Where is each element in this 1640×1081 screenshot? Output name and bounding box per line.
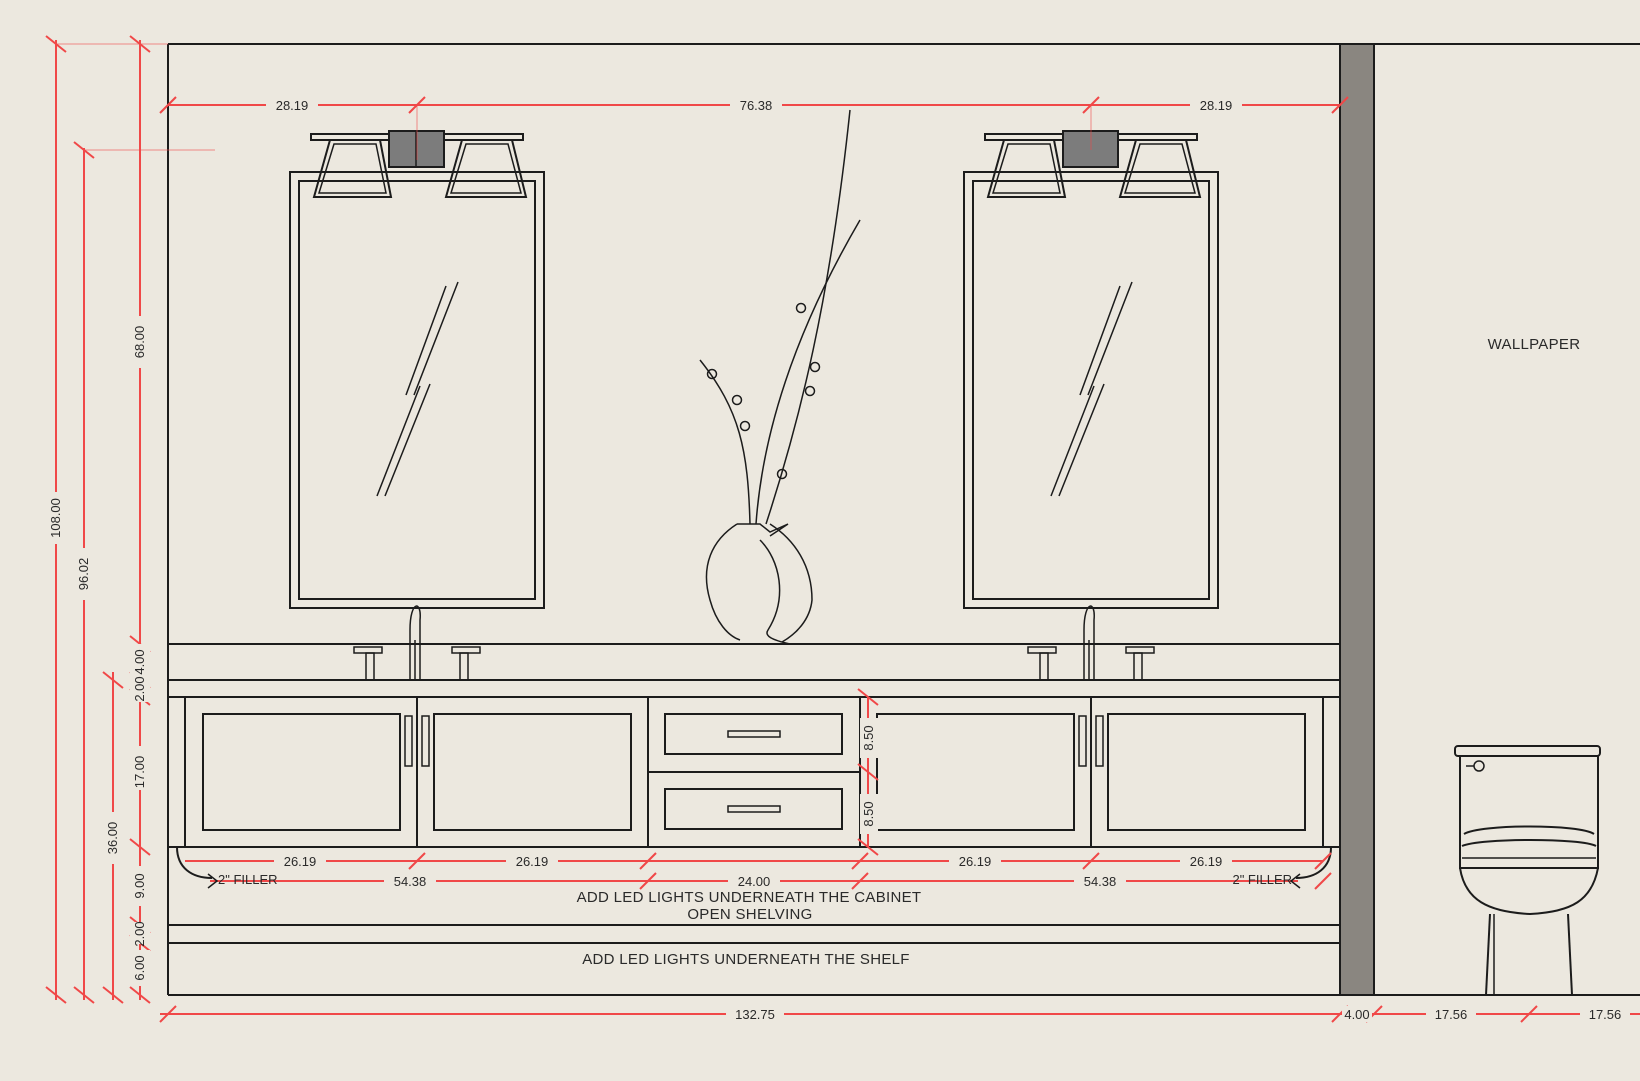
drawers: [664, 713, 843, 830]
countertop: [167, 643, 1341, 698]
dim-wall-thickness: 4.00: [1344, 1007, 1369, 1022]
dim-toilet-right: 17.56: [1589, 1007, 1622, 1022]
dim-top-left: 28.19: [276, 98, 309, 113]
dimension-labels: 28.19 76.38 28.19 108.00 96.02 68.00 4.0…: [46, 97, 1630, 1022]
dim-cabinet-height: 17.00: [132, 756, 147, 789]
dim-top-center: 76.38: [740, 98, 773, 113]
sconce-right: [984, 130, 1202, 198]
dim-shelf-bottom: 6.00: [132, 955, 147, 980]
dim-sink-left: 54.38: [394, 874, 427, 889]
vase-with-branches: [699, 109, 861, 645]
dim-door-4: 26.19: [1190, 854, 1223, 869]
vanity-cabinet: [168, 697, 1340, 848]
dim-total-height: 108.00: [48, 498, 63, 538]
dim-counter-gap: 2.00: [132, 676, 147, 701]
faucet-left: [353, 605, 481, 681]
dim-door-3: 26.19: [959, 854, 992, 869]
dim-above-counter: 68.00: [132, 326, 147, 359]
label-led-cabinet: ADD LED LIGHTS UNDERNEATH THE CABINET: [577, 889, 922, 906]
dim-shelf-thickness: 2.00: [132, 921, 147, 946]
dim-mirror-top-height: 96.02: [76, 558, 91, 591]
dim-toilet-left: 17.56: [1435, 1007, 1468, 1022]
dimension-lines: [45, 35, 1640, 1023]
wall-outline: [167, 43, 1640, 996]
label-filler-left: 2" FILLER: [218, 872, 278, 887]
dim-drawer-top: 8.50: [861, 725, 876, 750]
faucet-right: [1027, 605, 1155, 681]
label-filler-right: 2" FILLER: [1232, 872, 1292, 887]
dim-total-width: 132.75: [735, 1007, 775, 1022]
dim-sink-right: 54.38: [1084, 874, 1117, 889]
door-handles: [404, 715, 1104, 767]
label-open-shelving: OPEN SHELVING: [687, 906, 812, 923]
dim-drawer-bottom: 8.50: [861, 801, 876, 826]
dim-vanity-height: 36.00: [105, 822, 120, 855]
dim-door-1: 26.19: [284, 854, 317, 869]
dim-open-gap: 9.00: [132, 873, 147, 898]
toilet: [1454, 745, 1601, 996]
annotations: WALLPAPER 2" FILLER 2" FILLER ADD LED LI…: [218, 336, 1580, 968]
dim-counter-thickness: 4.00: [132, 649, 147, 674]
label-led-shelf: ADD LED LIGHTS UNDERNEATH THE SHELF: [582, 951, 910, 968]
cabinet-doors: [202, 713, 1306, 831]
filler-arcs: [176, 846, 1332, 879]
label-wallpaper: WALLPAPER: [1488, 336, 1581, 353]
mirror-left: [289, 171, 545, 609]
dim-drawer-width: 24.00: [738, 874, 771, 889]
wall-section: [1339, 43, 1375, 996]
mirror-right: [963, 171, 1219, 609]
dim-door-2: 26.19: [516, 854, 549, 869]
sconce-left: [310, 130, 528, 198]
dim-top-right: 28.19: [1200, 98, 1233, 113]
open-shelf: [168, 924, 1340, 944]
